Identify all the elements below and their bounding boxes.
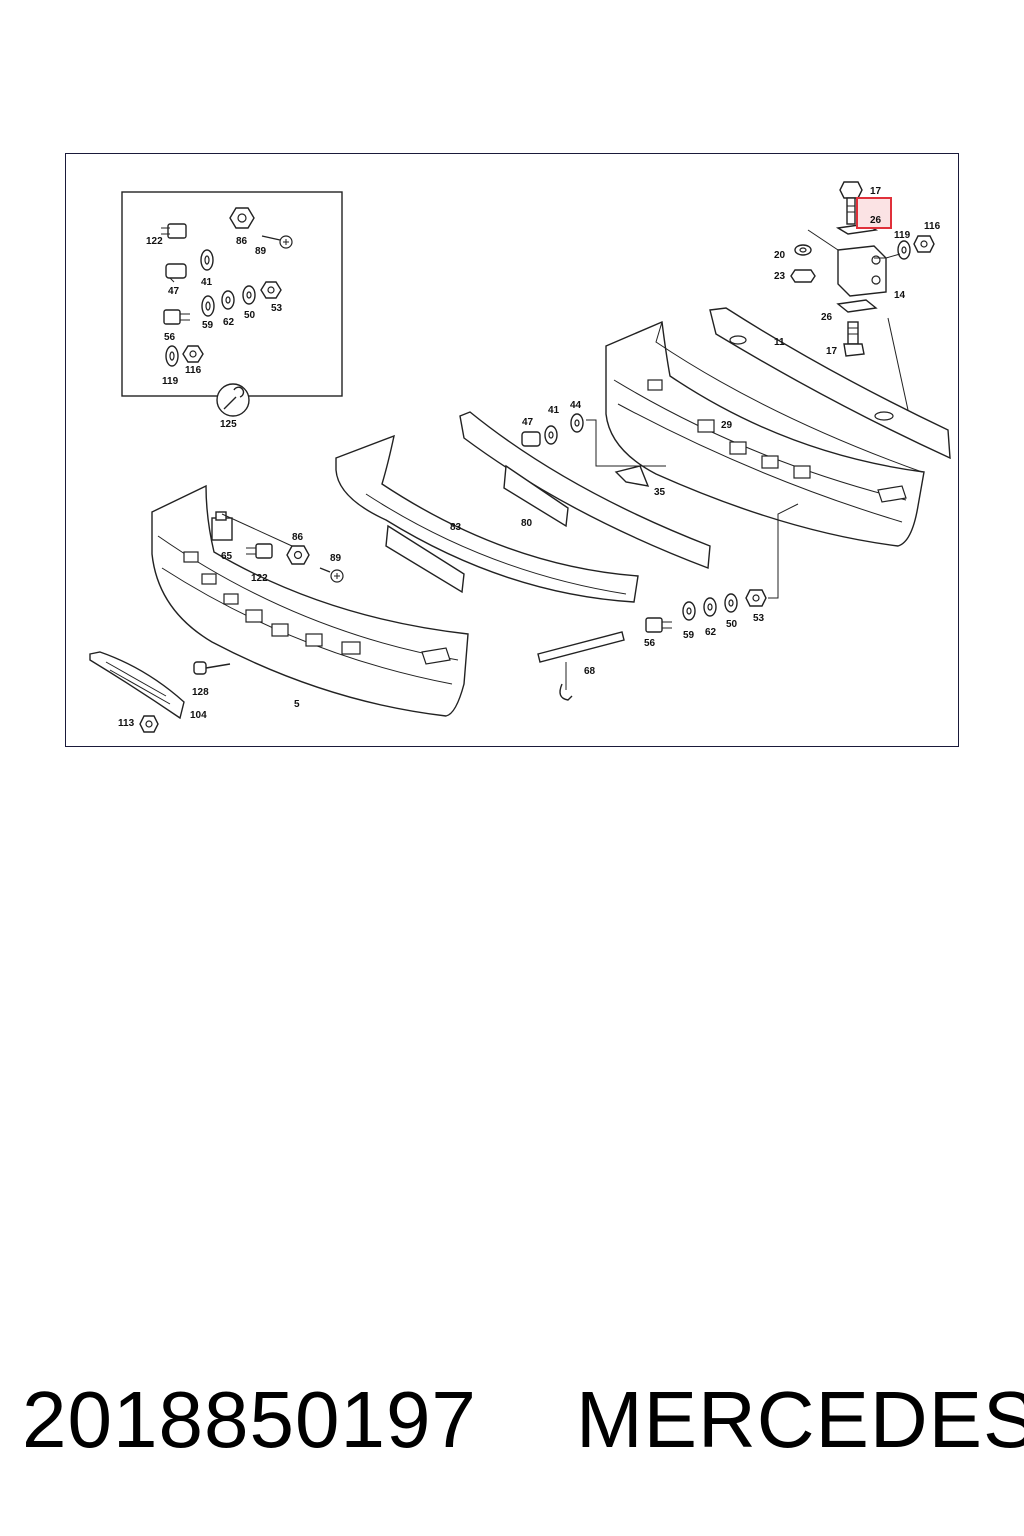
highlight-box-26[interactable] (856, 197, 892, 229)
bumper-cover-29-icon (605, 320, 925, 547)
callout-20: 20 (774, 250, 786, 261)
callout-53-lower: 53 (753, 613, 765, 624)
callout-89-lower: 89 (330, 553, 342, 564)
callout-113: 113 (118, 718, 135, 729)
bolt-17-bottom-icon (843, 321, 865, 357)
washer-59-lower-icon (682, 601, 696, 621)
callout-83: 83 (450, 522, 462, 533)
inset-bolt-56-icon (163, 309, 190, 325)
callout-41: 41 (548, 405, 560, 416)
callout-68: 68 (584, 666, 596, 677)
inset-bolt-122-icon (161, 223, 187, 239)
nut-53-lower-icon (745, 589, 767, 607)
callout-50-lower: 50 (726, 619, 738, 630)
callout-56-lower: 56 (644, 638, 656, 649)
trim-strip-68-icon (537, 631, 625, 701)
lower-grille-104-icon (89, 651, 185, 720)
callout-116-inset: 116 (185, 365, 202, 376)
callout-50-inset: 50 (244, 310, 256, 321)
callout-56-inset: 56 (164, 332, 176, 343)
inset-nut-53-icon (260, 281, 282, 299)
washer-20-icon (794, 244, 812, 256)
inset-washer-62-icon (221, 290, 235, 310)
bumper-exploded-diagram: 26 17 116 119 20 23 14 26 17 11 29 47 41… (89, 181, 951, 733)
callout-59-lower: 59 (683, 630, 695, 641)
callout-41-inset: 41 (201, 277, 213, 288)
bolt-17-top-icon (839, 181, 863, 225)
callout-35: 35 (654, 487, 666, 498)
callout-53-inset: 53 (271, 303, 283, 314)
parts-diagram-frame: 26 17 116 119 20 23 14 26 17 11 29 47 41… (65, 153, 959, 747)
clip-65-icon (211, 511, 233, 541)
clip-47-icon (521, 431, 541, 447)
bracket-14-icon (837, 245, 887, 297)
footer-caption: 2018850197 MERCEDES (0, 1370, 1024, 1470)
callout-89-inset: 89 (255, 246, 267, 257)
callout-86-inset: 86 (236, 236, 248, 247)
callout-80: 80 (521, 518, 533, 529)
callout-59-inset: 59 (202, 320, 214, 331)
inset-washer-41-icon (200, 249, 214, 271)
callout-11: 11 (774, 337, 785, 348)
callout-44: 44 (570, 400, 582, 411)
callout-26-bottom: 26 (821, 312, 833, 323)
callout-128: 128 (192, 687, 209, 698)
grille-trim-83-icon (335, 434, 639, 603)
washer-44-icon (570, 413, 584, 433)
washer-50-lower-icon (724, 593, 738, 613)
callout-119-inset: 119 (162, 376, 179, 387)
reinforcement-80-icon (459, 411, 711, 569)
plate-26-bottom-icon (836, 299, 878, 313)
callout-5: 5 (294, 699, 300, 710)
callout-29: 29 (721, 420, 733, 431)
inset-clip-47-icon (165, 263, 187, 283)
washer-119-bracket-icon (897, 240, 911, 260)
nut-23-icon (790, 269, 816, 283)
washer-62-lower-icon (703, 597, 717, 617)
bracket-35-icon (614, 465, 650, 487)
part-number-text: 2018850197 (22, 1375, 477, 1464)
callout-23: 23 (774, 271, 786, 282)
callout-119-bracket: 119 (894, 230, 911, 241)
callout-62-lower: 62 (705, 627, 717, 638)
nut-116-bracket-icon (913, 235, 935, 253)
callout-17-top: 17 (870, 186, 882, 197)
callout-125: 125 (220, 419, 237, 430)
screw-89-lower-icon (319, 567, 344, 583)
callout-86-lower: 86 (292, 532, 304, 543)
callout-122-inset: 122 (146, 236, 163, 247)
highlight-label-26[interactable]: 26 (870, 215, 882, 226)
bolt-56-lower-icon (645, 617, 672, 633)
callout-17-bottom: 17 (826, 346, 838, 357)
inset-washer-119-icon (165, 345, 179, 367)
callout-14: 14 (894, 290, 906, 301)
nut-86-lower-icon (286, 545, 310, 565)
absorber-bar-11-icon (709, 307, 951, 460)
brand-name-text: MERCEDES (576, 1375, 1024, 1464)
inset-washer-59-icon (201, 295, 215, 317)
inset-nut-86-icon (229, 207, 255, 229)
bolt-122-lower-icon (246, 543, 273, 559)
inset-nut-116-icon (182, 345, 204, 363)
callout-65: 65 (221, 551, 233, 562)
washer-41-icon (544, 425, 558, 445)
screw-128-icon (193, 661, 231, 675)
front-bumper-5-icon (151, 484, 469, 717)
callout-47-inset: 47 (168, 286, 180, 297)
inset-washer-50-icon (242, 285, 256, 305)
callout-104: 104 (190, 710, 207, 721)
nut-113-icon (139, 715, 159, 733)
callout-122-lower: 122 (251, 573, 268, 584)
callout-116-bracket: 116 (924, 221, 941, 232)
inset-wrench-125-icon (216, 383, 250, 417)
callout-62-inset: 62 (223, 317, 235, 328)
callout-47: 47 (522, 417, 534, 428)
inset-screw-89-icon (261, 235, 293, 249)
